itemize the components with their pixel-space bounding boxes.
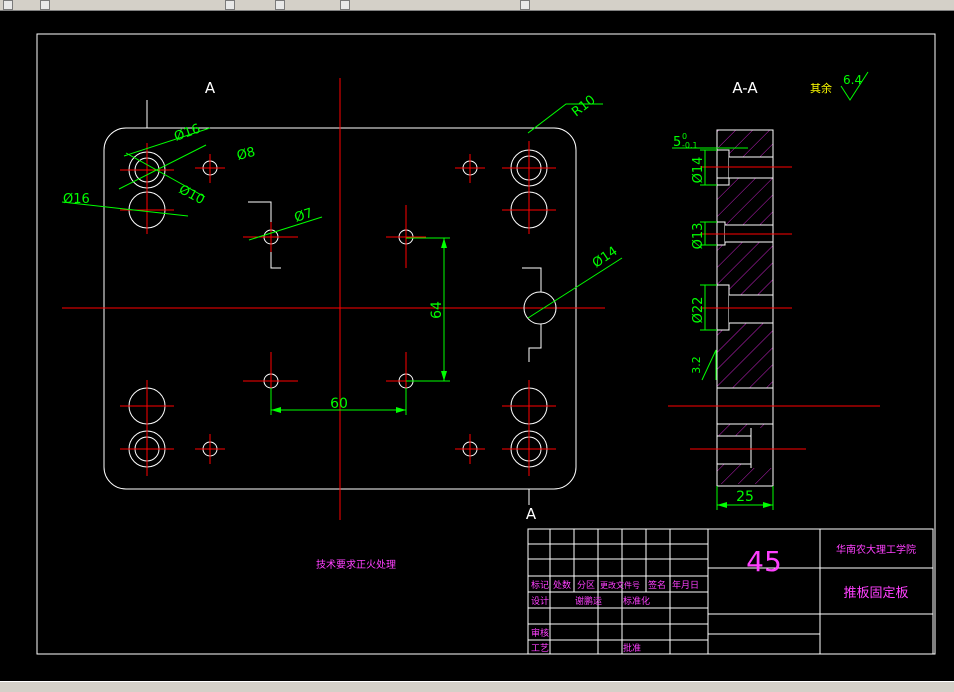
title-cell: 审核 bbox=[531, 627, 549, 639]
dimension-text: R10 bbox=[569, 93, 598, 121]
title-cell: 谢鹏运 bbox=[575, 595, 602, 607]
status-bar bbox=[0, 681, 954, 692]
dimension-text: Ø14 bbox=[691, 157, 706, 184]
dimension-text: Ø14 bbox=[590, 244, 621, 271]
toolbar-button-icon[interactable] bbox=[225, 0, 235, 10]
dimension-tolerance: 0 bbox=[682, 132, 687, 141]
toolbar-button-icon[interactable] bbox=[340, 0, 350, 10]
drawing-frame bbox=[36, 33, 936, 655]
title-cell: 更改文件号 bbox=[600, 580, 640, 590]
title-cell: 签名 bbox=[648, 579, 666, 591]
front-view: A A bbox=[62, 78, 605, 523]
section-title: A-A bbox=[732, 79, 758, 97]
toolbar-button-icon[interactable] bbox=[40, 0, 50, 10]
hole-center-right bbox=[523, 291, 557, 325]
title-cell: 分区 bbox=[577, 580, 595, 591]
dimension-text: 25 bbox=[736, 489, 754, 505]
surface-finish-label: 其余 bbox=[810, 81, 832, 95]
toolbar-button-icon[interactable] bbox=[275, 0, 285, 10]
dimension-text: Ø13 bbox=[691, 223, 706, 250]
section-marker-bottom: A bbox=[526, 505, 537, 523]
school-name: 华南农大理工学院 bbox=[836, 543, 916, 556]
dimension-text: Ø10 bbox=[176, 182, 207, 208]
dimension-text: Ø7 bbox=[293, 206, 315, 226]
dimension-text: Ø16 bbox=[63, 192, 90, 207]
title-cell: 批准 bbox=[623, 642, 641, 654]
title-cell: 标记 bbox=[531, 579, 549, 591]
dimension-text: 60 bbox=[330, 396, 348, 412]
drawing-canvas[interactable]: A A Ø16 Ø8 Ø10 Ø16 bbox=[0, 10, 954, 681]
technical-note: 技术要求正火处理 bbox=[316, 558, 396, 571]
dimension-text: 5 bbox=[673, 135, 681, 150]
surface-finish-symbol bbox=[840, 71, 869, 101]
title-cell: 处数 bbox=[553, 579, 571, 591]
section-marker-top: A bbox=[205, 79, 216, 97]
title-block: 45 华南农大理工学院 推板固定板 标记 处数 分区 更改文件号 签名 年月日 … bbox=[527, 528, 934, 655]
dimension-text: Ø16 bbox=[172, 122, 202, 145]
surface-finish-value: 6.4 bbox=[843, 73, 862, 87]
front-dimensions: Ø16 Ø8 Ø10 Ø16 Ø7 R10 Ø14 64 60 bbox=[61, 93, 623, 415]
section-view: A-A 其余 6.4 bbox=[668, 71, 880, 510]
dimension-text: 64 bbox=[429, 301, 445, 319]
title-cell: 标准化 bbox=[623, 595, 650, 607]
dimension-text: Ø22 bbox=[691, 297, 706, 324]
toolbar-button-icon[interactable] bbox=[3, 0, 13, 10]
section-cut-path bbox=[248, 201, 542, 362]
toolbar bbox=[0, 0, 954, 11]
dimension-tolerance: -0.1 bbox=[682, 141, 698, 150]
part-name: 推板固定板 bbox=[843, 586, 908, 601]
title-cell: 设计 bbox=[531, 595, 549, 607]
title-cell: 年月日 bbox=[672, 579, 699, 591]
toolbar-button-icon[interactable] bbox=[520, 0, 530, 10]
material-grade: 45 bbox=[746, 545, 782, 578]
dimension-text: Ø8 bbox=[235, 145, 257, 164]
title-cell: 工艺 bbox=[531, 643, 549, 654]
dimension-text: 3.2 bbox=[690, 356, 703, 374]
